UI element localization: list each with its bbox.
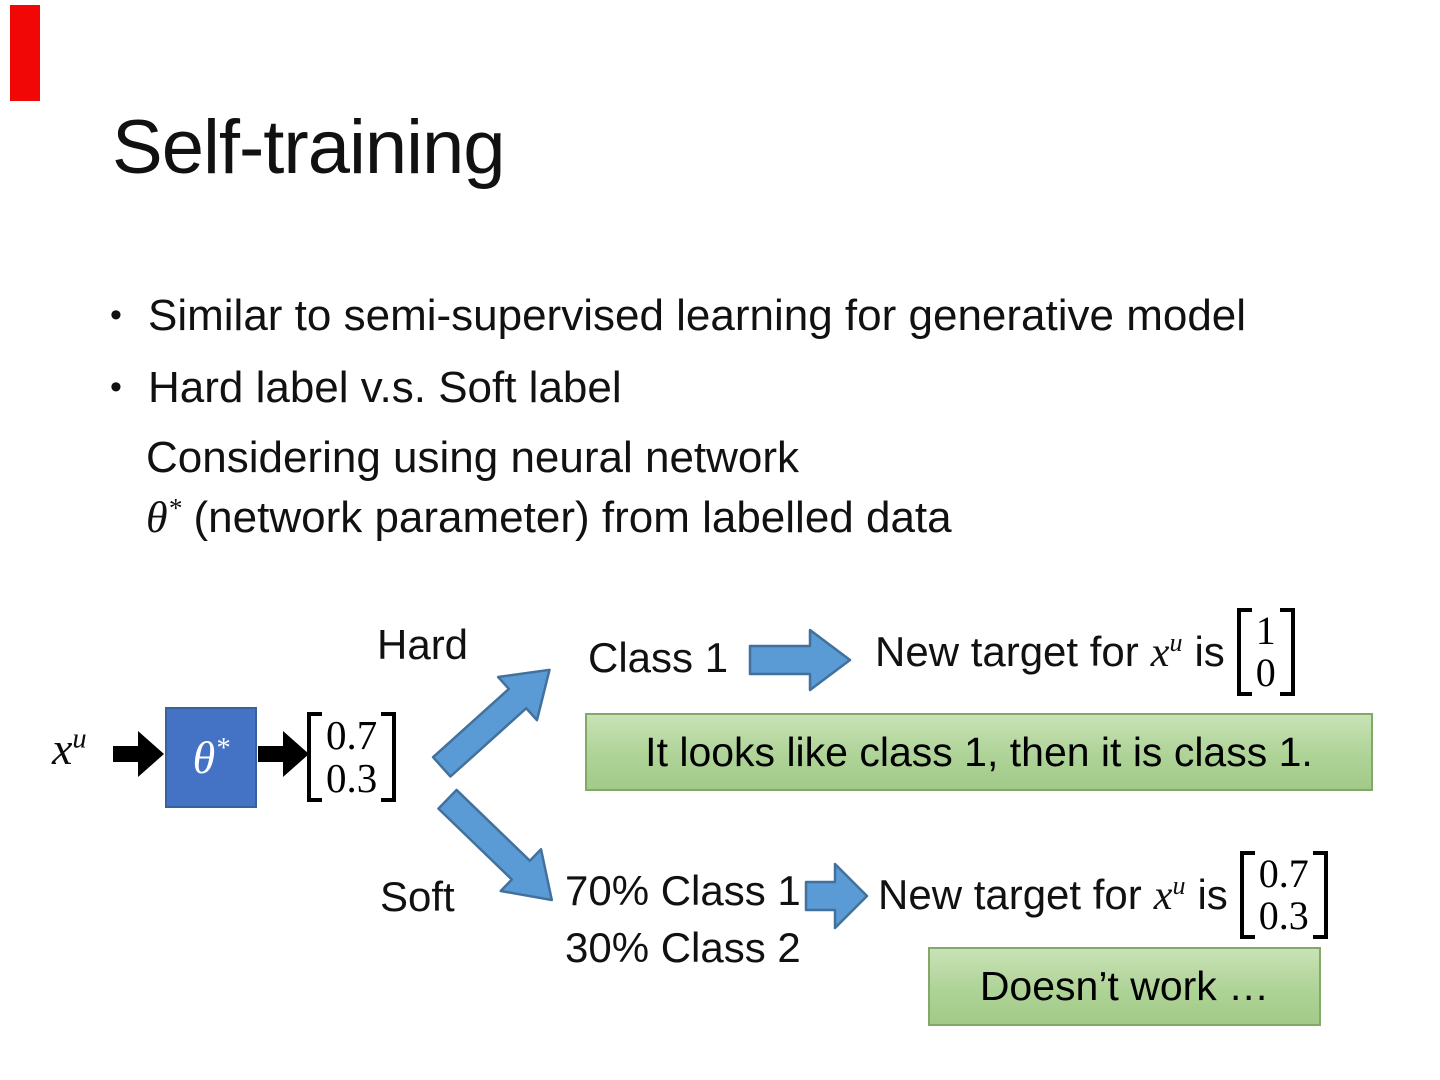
bracket-right: [1279, 608, 1295, 696]
bullet-text: Similar to semi-supervised learning for …: [148, 291, 1247, 340]
subline-theta: θ* (network parameter) from labelled dat…: [146, 492, 952, 543]
bullet-icon: •: [110, 296, 122, 334]
page-title: Self-training: [112, 105, 506, 190]
bracket-right: [381, 712, 397, 802]
hard-class-label: Class 1: [588, 634, 729, 681]
soft-branch-arrow-icon: [425, 776, 576, 925]
soft-target-matrix: 0.7 0.3: [1239, 851, 1328, 939]
subline-considering: Considering using neural network: [146, 433, 800, 482]
soft-class-lines: 70% Class 1 30% Class 2: [565, 862, 801, 976]
x-u-math: xu: [1150, 627, 1183, 676]
subline-theta-text: (network parameter) from labelled data: [193, 493, 952, 542]
theta-math: θ*: [146, 493, 182, 542]
soft-note-box: Doesn’t work …: [928, 947, 1321, 1026]
bullet-item: • Similar to semi-supervised learning for…: [110, 291, 1246, 341]
target-text: is: [1197, 871, 1228, 918]
vector-value: 1: [1255, 608, 1276, 654]
network-box-label: θ*: [192, 732, 230, 783]
input-label: xu: [52, 723, 87, 774]
soft-class-line1: 70% Class 1: [565, 867, 801, 914]
soft-class-line2: 30% Class 2: [565, 924, 801, 971]
target-text: New target for: [875, 628, 1139, 675]
red-marker: [10, 5, 40, 101]
vector-value: 0.7: [1258, 851, 1309, 897]
soft-label: Soft: [380, 873, 455, 920]
hard-note-box: It looks like class 1, then it is class …: [585, 713, 1373, 791]
bullet-icon: •: [110, 368, 122, 406]
vector-value: 0.7: [326, 712, 378, 759]
vector-value: 0: [1255, 650, 1276, 695]
blue-arrow-icon: [804, 862, 869, 930]
bracket-left: [1239, 851, 1255, 939]
hard-branch-arrow-icon: [420, 645, 573, 791]
black-arrow-icon: [113, 731, 164, 777]
bullet-item: • Hard label v.s. Soft label: [110, 363, 622, 413]
x-u-math: xu: [1153, 870, 1186, 919]
bullet-text: Hard label v.s. Soft label: [148, 363, 622, 412]
blue-arrow-icon: [748, 628, 852, 692]
soft-target-line: New target for xu is 0.7 0.3: [878, 845, 1328, 945]
output-vector-matrix: 0.7 0.3: [307, 712, 397, 802]
bracket-right: [1312, 851, 1328, 939]
bracket-left: [1236, 608, 1252, 696]
hard-target-line: New target for xu is 1 0: [875, 604, 1295, 700]
vector-value: 0.3: [326, 755, 378, 801]
target-text: is: [1194, 628, 1225, 675]
black-arrow-icon: [258, 731, 309, 777]
vector-value: 0.3: [1258, 893, 1309, 938]
hard-target-matrix: 1 0: [1236, 608, 1295, 696]
bracket-left: [307, 712, 322, 802]
target-text: New target for: [878, 871, 1142, 918]
hard-label: Hard: [377, 621, 469, 668]
network-box: θ*: [165, 707, 257, 808]
